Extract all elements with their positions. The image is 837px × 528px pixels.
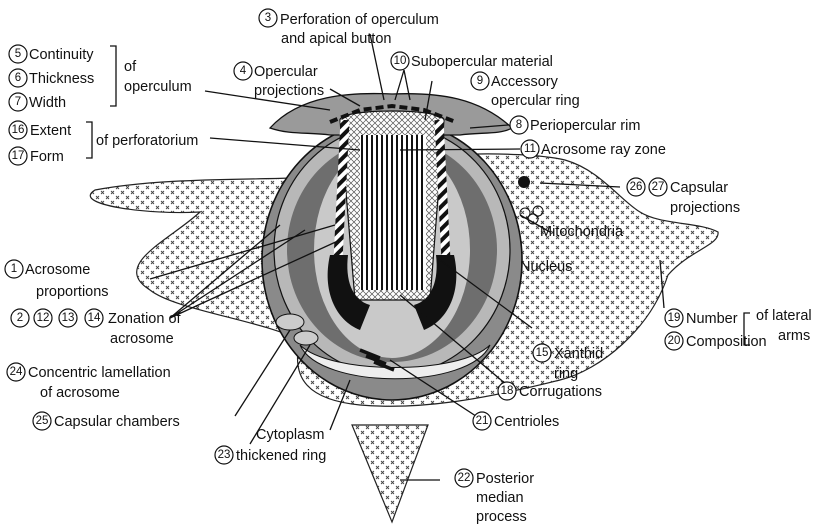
num-12: 12 [37,312,50,324]
label-opercular-ring: opercular ring [491,93,580,109]
label-arms: arms [778,328,810,344]
label-accessory: Accessory [491,74,559,90]
label-nucleus: Nucleus [520,259,572,275]
label-apical-button: and apical button [281,31,391,47]
num-6: 6 [15,72,21,84]
label-zonation-acrosome: acrosome [110,331,174,347]
capsular-chamber-1 [276,314,304,330]
num-7: 7 [15,96,21,108]
posterior-median-process-shape [352,425,428,522]
num-20: 20 [668,335,681,347]
label-form: Form [30,149,64,165]
num-17: 17 [12,150,25,162]
label-of-lateral: of lateral [756,308,812,324]
capsular-projection-dot [518,176,530,188]
label-thickness: Thickness [29,71,94,87]
label-operculum: operculum [124,79,192,95]
num-24: 24 [10,366,23,378]
num-27: 27 [652,181,665,193]
label-concentric-lamellation: Concentric lamellation [28,365,171,381]
num-26: 26 [630,181,643,193]
num-19: 19 [668,312,681,324]
num-18: 18 [501,385,514,397]
acrosome-ray-zone [360,135,426,290]
label-acrosome-ray-zone: Acrosome ray zone [541,142,666,158]
num-1: 1 [11,263,17,275]
label-process: process [476,509,527,525]
num-10: 10 [394,55,407,67]
label-capsular-projections: projections [670,200,740,216]
num-3: 3 [265,12,271,24]
label-extent: Extent [30,123,71,139]
num-2: 2 [17,312,23,324]
num-22: 22 [458,472,471,484]
num-16: 16 [12,124,25,136]
num-11: 11 [524,143,536,155]
label-capsular: Capsular [670,180,728,196]
label-perforation-operculum: Perforation of operculum [280,12,439,28]
num-9: 9 [477,75,483,87]
label-projections: projections [254,83,324,99]
label-cytoplasm: Cytoplasm [256,427,325,443]
label-number: Number [686,311,738,327]
label-proportions: proportions [36,284,109,300]
num-14: 14 [88,312,101,324]
label-width: Width [29,95,66,111]
label-of: of [124,59,137,75]
num-13: 13 [62,312,75,324]
num-4: 4 [240,65,247,77]
bracket-perforatorium [86,122,92,158]
capsular-chamber-2 [294,331,318,345]
num-15: 15 [536,347,549,359]
label-mitochondria: Mitochondria [540,224,624,240]
label-zonation-of: Zonation of [108,311,182,327]
label-capsular-chambers: Capsular chambers [54,414,180,430]
num-23: 23 [218,449,231,461]
label-ring: ring [554,366,578,382]
bracket-operculum [110,46,116,106]
label-thickened-ring: thickened ring [236,448,326,464]
label-periopercular-rim: Periopercular rim [530,118,640,134]
label-acrosome: Acrosome [25,262,90,278]
label-corrugations: Corrugations [519,384,602,400]
label-subopercular-material: Subopercular material [411,54,553,70]
num-21: 21 [476,415,489,427]
num-5: 5 [15,48,21,60]
num-25: 25 [36,415,49,427]
label-xanthid: Xanthid [554,346,603,362]
label-of-acrosome: of acrosome [40,385,120,401]
label-continuity: Continuity [29,47,94,63]
label-median: median [476,490,524,506]
label-of-perforatorium: of perforatorium [96,133,198,149]
num-8: 8 [516,119,522,131]
label-opercular: Opercular [254,64,318,80]
label-posterior: Posterior [476,471,534,487]
label-centrioles: Centrioles [494,414,559,430]
label-composition: Composition [686,334,767,350]
